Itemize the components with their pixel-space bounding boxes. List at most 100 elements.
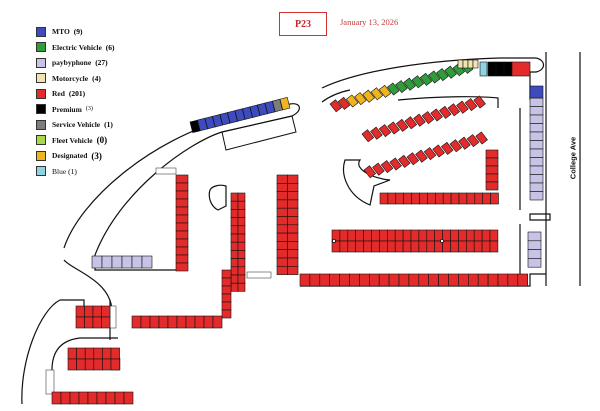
parking-stall	[110, 347, 120, 360]
parking-stall	[411, 192, 420, 205]
parking-stall	[436, 68, 449, 82]
legend: MTO(9)Electric Vehicle(6)paybyphone(27)M…	[36, 24, 115, 179]
parking-stall	[447, 103, 461, 117]
upper-island	[221, 115, 297, 151]
parking-stall	[287, 216, 299, 226]
parking-stall	[287, 265, 299, 275]
parking-stall	[371, 229, 380, 242]
parking-stall	[92, 316, 102, 329]
parking-stall	[361, 129, 375, 143]
parking-stall	[458, 192, 468, 205]
parking-stall	[527, 240, 542, 250]
parking-stall	[444, 65, 457, 79]
parking-stall	[87, 391, 98, 405]
parking-stall	[237, 217, 246, 227]
parking-stall	[111, 255, 123, 269]
parking-stall	[175, 262, 189, 272]
parking-stall	[276, 216, 288, 226]
parking-stall	[276, 241, 288, 250]
legend-swatch	[36, 150, 46, 161]
legend-label: Fleet Vehicle	[52, 135, 93, 145]
parking-stall	[362, 89, 375, 103]
parking-stall	[527, 231, 542, 242]
parking-stall	[485, 149, 499, 159]
parking-stall	[91, 255, 103, 269]
legend-label: paybyphone	[52, 58, 92, 68]
parking-stall	[466, 134, 480, 148]
parking-stall	[464, 98, 478, 112]
hatch-5	[45, 369, 55, 395]
parking-stall	[363, 165, 377, 179]
parking-stall	[309, 273, 321, 287]
parking-stall	[158, 315, 169, 329]
parking-stall	[402, 229, 412, 242]
parking-stall	[404, 116, 418, 130]
parking-stall	[473, 240, 483, 253]
parking-stall	[76, 358, 86, 371]
legend-count: (1)	[104, 120, 113, 130]
parking-stall	[121, 255, 133, 269]
legend-swatch	[36, 166, 46, 177]
parking-stall	[329, 273, 340, 287]
parking-stall	[450, 229, 459, 242]
parking-stall	[413, 113, 426, 127]
parking-stall	[481, 240, 491, 253]
parking-stall	[527, 249, 542, 259]
parking-stall	[237, 192, 246, 202]
parking-stall	[389, 157, 402, 171]
parking-stall	[481, 229, 491, 242]
parking-stall	[276, 257, 288, 267]
parking-stall	[175, 222, 189, 232]
parking-stall	[482, 192, 491, 205]
parking-stall	[105, 391, 116, 405]
parking-stall	[175, 238, 189, 248]
parking-stall	[230, 241, 239, 251]
parking-stall	[78, 391, 89, 405]
parking-stall	[75, 316, 85, 329]
parking-stall	[230, 233, 239, 243]
parking-stall	[465, 229, 475, 242]
parking-stall	[487, 273, 499, 287]
parking-stall	[378, 84, 392, 98]
legend-item: Blue(1)	[36, 164, 115, 180]
parking-stall	[67, 347, 77, 360]
parking-stall	[440, 141, 454, 155]
parking-stall	[363, 240, 372, 253]
parking-stall	[84, 305, 94, 318]
parking-stall	[529, 131, 544, 141]
parking-stall	[175, 214, 189, 224]
parking-stall	[329, 99, 343, 113]
parking-stall	[434, 192, 444, 205]
parking-stall	[221, 285, 232, 295]
parking-stall	[175, 254, 189, 264]
parking-stall	[529, 174, 544, 184]
parking-stall	[96, 391, 107, 405]
parking-stall	[408, 273, 420, 287]
parking-stall	[529, 191, 544, 201]
parking-stall	[237, 250, 246, 259]
parking-stall	[287, 207, 299, 217]
parking-stall	[276, 265, 288, 275]
parking-stall	[287, 199, 299, 209]
parking-stall	[495, 61, 505, 77]
legend-label: Red	[52, 89, 65, 99]
parking-stall	[497, 273, 509, 287]
parking-stall	[237, 200, 246, 210]
parking-stall	[149, 315, 160, 329]
parking-stall	[415, 149, 428, 163]
legend-swatch	[36, 57, 46, 68]
parking-stall	[176, 315, 187, 329]
parking-stall	[221, 269, 232, 279]
parking-stall	[529, 114, 544, 124]
parking-stall	[472, 59, 479, 69]
parking-stall	[221, 293, 232, 303]
parking-stall	[485, 173, 499, 183]
parking-stall	[230, 217, 239, 227]
parking-stall	[427, 70, 441, 84]
parking-stall	[370, 87, 384, 101]
parking-stall	[428, 273, 439, 287]
parking-stall	[339, 229, 349, 242]
parking-stall	[230, 282, 239, 292]
parking-stall	[421, 111, 435, 125]
parking-stall	[101, 255, 113, 269]
